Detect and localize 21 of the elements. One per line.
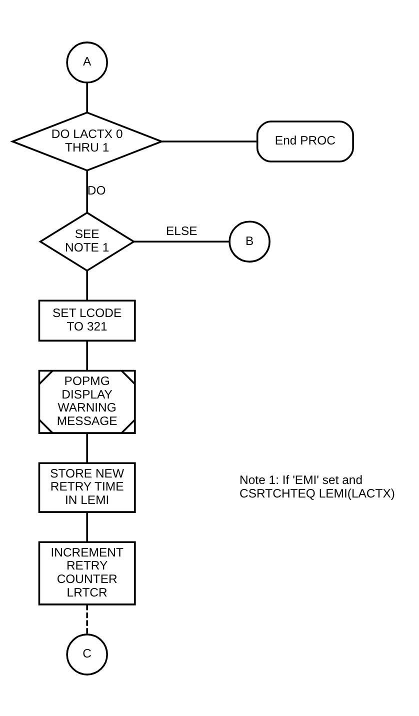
node-box: SET LCODE TO 321 bbox=[38, 299, 136, 342]
connector bbox=[86, 82, 88, 112]
connector bbox=[86, 170, 88, 212]
node-box: End PROC bbox=[256, 120, 354, 162]
node-box: STORE NEW RETRY TIME IN LEMI bbox=[38, 462, 136, 512]
connector bbox=[134, 240, 230, 242]
label: Note 1: If 'EMI' set and CSRTCHTEQ LEMI(LACTX) bbox=[240, 472, 395, 500]
node-diamond: DO LACTX 0 THRU 1 bbox=[10, 111, 164, 171]
edge-label: DO bbox=[87, 183, 106, 198]
connector bbox=[86, 340, 88, 370]
edge-label: ELSE bbox=[166, 223, 198, 238]
connector bbox=[162, 140, 258, 142]
node-diamond: SEE NOTE 1 bbox=[38, 211, 136, 272]
connector bbox=[86, 270, 88, 300]
connector bbox=[86, 432, 88, 462]
connector bbox=[86, 512, 88, 542]
node-circle: A bbox=[66, 41, 108, 83]
connector bbox=[86, 604, 88, 634]
node-circle: B bbox=[228, 220, 270, 262]
node-box: INCREMENT RETRY COUNTER LRTCR bbox=[38, 540, 136, 605]
node-circle: C bbox=[66, 633, 108, 675]
